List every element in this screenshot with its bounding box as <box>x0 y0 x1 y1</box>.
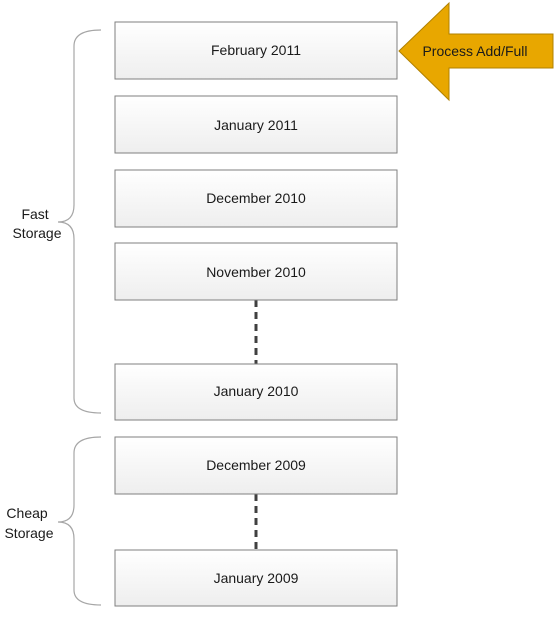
partition-label: February 2011 <box>211 42 301 58</box>
partition-box: January 2010 <box>114 363 398 421</box>
partition-box: November 2010 <box>114 242 398 301</box>
partition-label: January 2010 <box>214 383 299 399</box>
partition-label: January 2009 <box>214 570 299 586</box>
process-label: Process Add/Full <box>422 43 527 59</box>
partition-box: December 2009 <box>114 436 398 495</box>
partition-label: November 2010 <box>206 264 306 280</box>
left-arrow-icon <box>398 1 554 102</box>
cheap-storage-label: Cheap Storage <box>4 505 53 541</box>
partition-box: January 2009 <box>114 549 398 607</box>
partition-label: December 2009 <box>206 457 306 473</box>
cheap-storage-brace <box>57 436 102 606</box>
partition-label: December 2010 <box>206 190 306 206</box>
partition-box: January 2011 <box>114 95 398 154</box>
fast-storage-brace <box>57 29 102 414</box>
partition-box: December 2010 <box>114 169 398 228</box>
partition-label: January 2011 <box>214 117 298 133</box>
partition-box: February 2011 <box>114 21 398 80</box>
fast-storage-label: Fast Storage <box>12 206 61 241</box>
process-arrow-callout: Process Add/Full <box>398 1 554 102</box>
